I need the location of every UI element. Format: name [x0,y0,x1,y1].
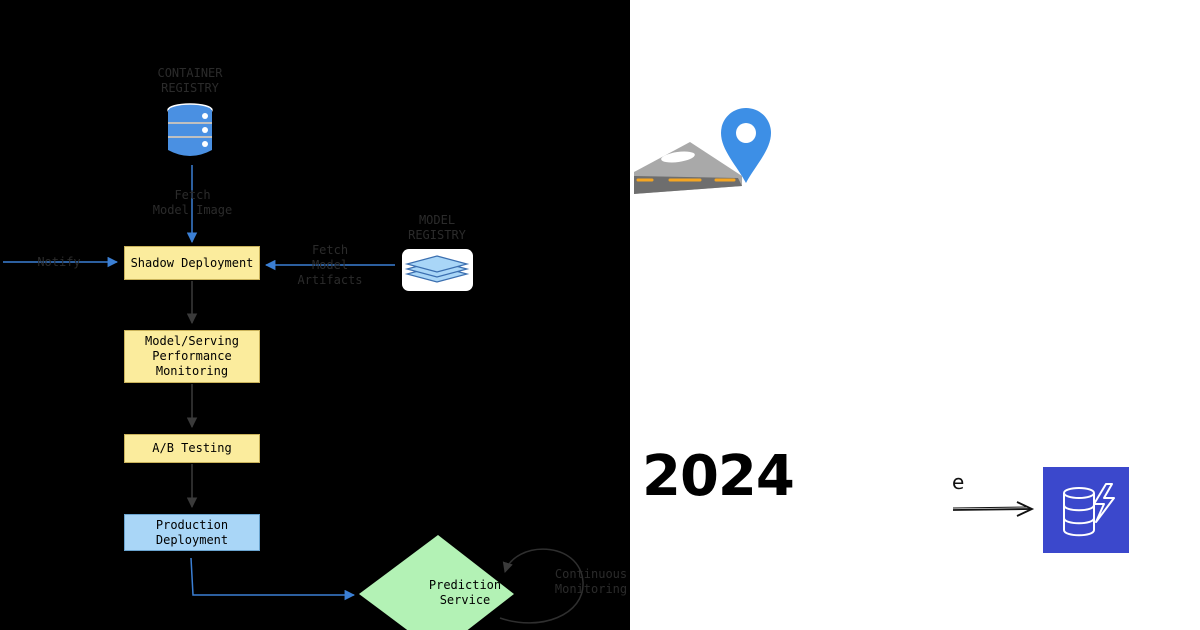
fetch-image-label: Fetch Model Image [152,188,233,217]
arrow-label: e [952,470,965,494]
shadow-deployment-box: Shadow Deployment [124,246,260,280]
dynamodb-icon [1043,467,1129,553]
model-registry-label: MODEL REGISTRY [408,213,466,242]
ab-testing-box: A/B Testing [124,434,260,463]
right-graphics [634,108,1129,553]
architecture-diagram: CONTAINER REGISTRY Fetch Model Image MOD… [0,0,630,630]
arrow-right-icon [952,501,1035,517]
diagram-connectors [3,103,584,630]
layers-icon [402,249,473,291]
continuous-monitoring-label: Continuous Monitoring [554,567,628,596]
to-prediction-arrow [190,557,356,601]
cover-graphic: 2024 e [630,0,1200,630]
fetch-artifacts-label: Fetch Model Artifacts [297,243,363,287]
container-registry-label: CONTAINER REGISTRY [157,66,223,95]
production-deployment-box: Production Deployment [124,514,260,551]
database-icon [167,103,213,156]
performance-monitoring-box: Model/Serving Performance Monitoring [124,330,260,383]
year-text: 2024 [642,444,795,509]
location-pin-road-icon [634,108,771,194]
monitoring-loop [499,548,584,624]
notify-label: Notify [37,255,81,269]
prediction-service-diamond [359,535,514,630]
prediction-service-label: Prediction Service [428,578,502,607]
